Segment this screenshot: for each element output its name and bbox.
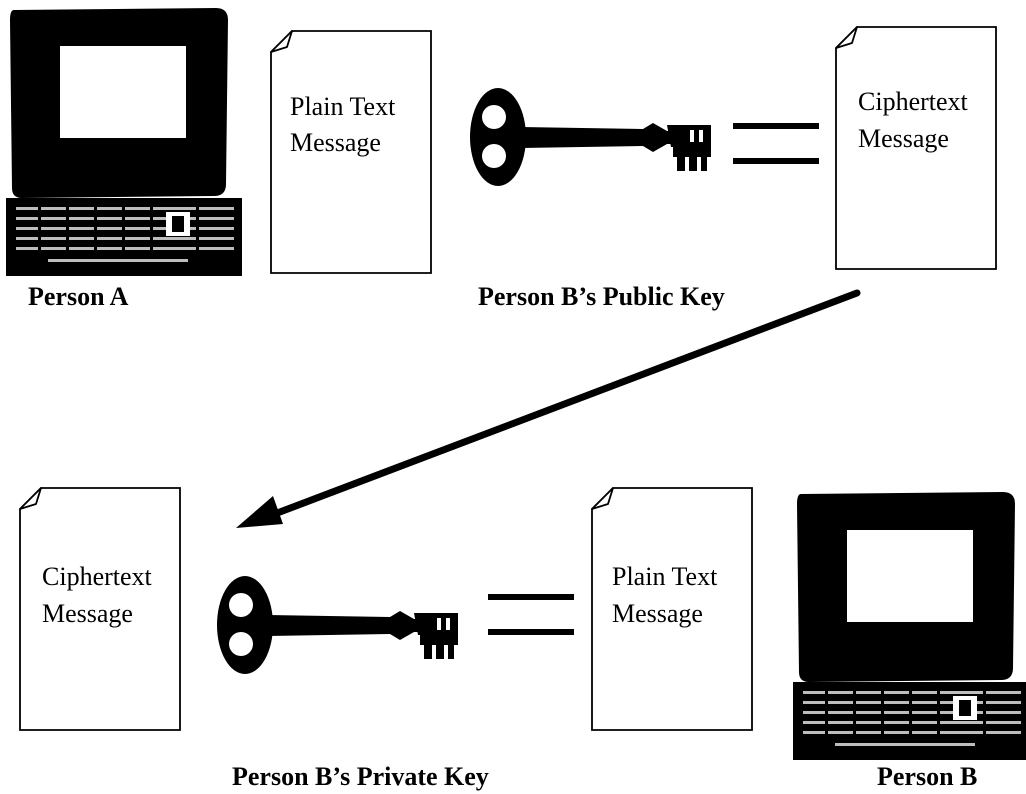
document-line2: Message xyxy=(42,599,133,628)
arrowhead-icon xyxy=(236,496,283,528)
arrow-line xyxy=(268,289,861,519)
document-line1: Plain Text xyxy=(290,92,396,121)
document-line1: Ciphertext xyxy=(858,87,969,116)
person-b-label: Person B xyxy=(877,762,977,791)
equals-sign xyxy=(733,123,819,129)
equals-sign xyxy=(488,594,574,600)
computer-icon xyxy=(793,492,1026,760)
key-icon xyxy=(470,88,711,186)
key-icon xyxy=(217,576,458,674)
document-line1: Ciphertext xyxy=(42,562,153,591)
person-a-label: Person A xyxy=(28,282,129,311)
document-line2: Message xyxy=(858,124,949,153)
equals-sign xyxy=(488,629,574,635)
equals-sign xyxy=(733,158,819,164)
public-key-label: Person B’s Public Key xyxy=(478,282,725,311)
document-line2: Message xyxy=(612,599,703,628)
computer-icon xyxy=(6,8,242,276)
private-key-label: Person B’s Private Key xyxy=(232,762,489,791)
document-line1: Plain Text xyxy=(612,562,718,591)
document-line2: Message xyxy=(290,128,381,157)
